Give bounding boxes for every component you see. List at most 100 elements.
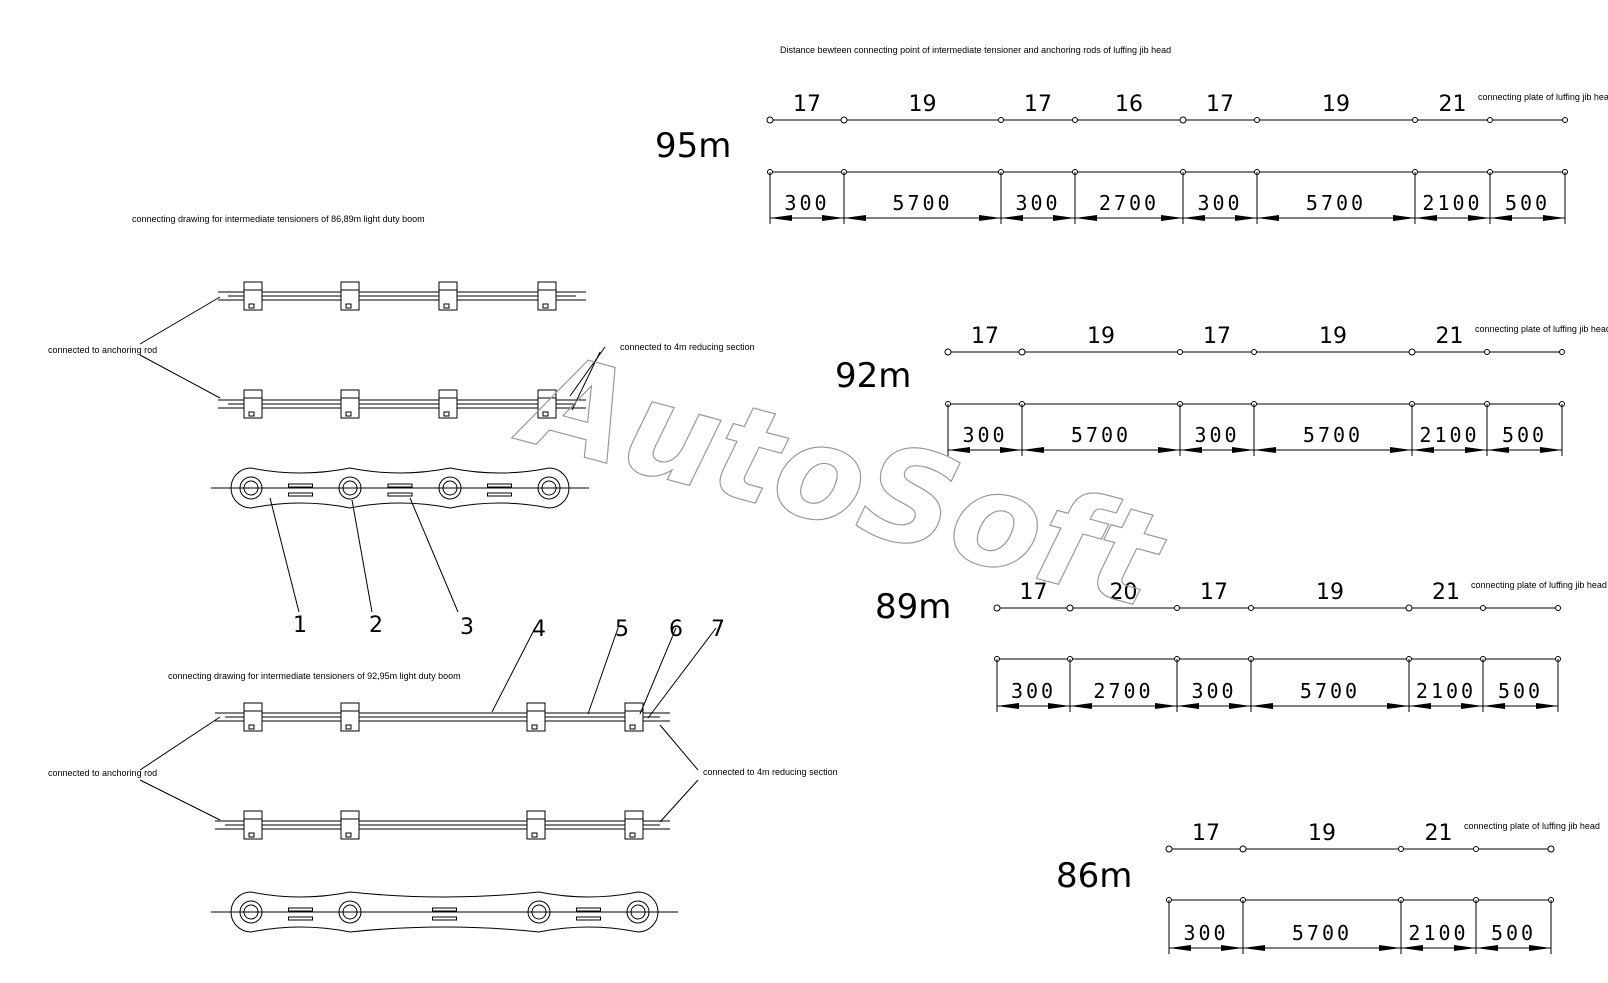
clamp: [624, 702, 644, 732]
pin-hole-inner: [531, 904, 547, 920]
segment-count: 19: [1087, 324, 1115, 349]
arrowhead: [1487, 447, 1509, 453]
dimension-value: 300: [1011, 679, 1056, 703]
slot: [387, 483, 413, 488]
dimension-value: 2100: [1408, 921, 1468, 945]
node-point: [998, 117, 1004, 123]
arrowhead: [1229, 703, 1251, 709]
node-point: [1174, 605, 1180, 611]
arrowhead: [1476, 945, 1498, 951]
top-assembly-upper: [218, 281, 586, 311]
segment-count: 19: [1308, 821, 1336, 846]
pin-hole: [239, 900, 263, 924]
segment-count: 16: [1115, 92, 1143, 117]
arrowhead: [1169, 945, 1191, 951]
slot: [432, 907, 457, 912]
dimension-value: 5700: [892, 191, 952, 215]
segment-count: 17: [1203, 324, 1231, 349]
arrowhead: [1379, 945, 1401, 951]
clamp: [537, 389, 557, 419]
node-point: [1555, 605, 1561, 611]
segment-count: 19: [909, 92, 937, 117]
arrowhead: [1483, 703, 1505, 709]
segment-count: 17: [1192, 821, 1220, 846]
node-point: [1251, 349, 1257, 355]
segment-count: 21: [1432, 580, 1460, 605]
dimension-value: 2700: [1099, 191, 1159, 215]
dimension-value: 500: [1491, 921, 1536, 945]
bottom-assembly-upper: [215, 702, 670, 732]
arrowhead: [822, 215, 844, 221]
arrowhead: [1254, 447, 1276, 453]
arrowhead: [1490, 215, 1512, 221]
dimension-value: 300: [1191, 679, 1236, 703]
arrowhead: [1468, 215, 1490, 221]
leader-line: [139, 296, 221, 345]
node-point: [1254, 117, 1260, 123]
clamp: [243, 389, 263, 419]
pin-hole: [338, 476, 362, 500]
segment-count: 17: [1024, 92, 1052, 117]
part-number-1: 1: [293, 613, 307, 638]
arrowhead: [1251, 703, 1273, 709]
node-point: [1165, 845, 1173, 853]
dimension-value: 2700: [1093, 679, 1153, 703]
node-point: [1066, 604, 1074, 612]
pin-hole: [438, 476, 462, 500]
clamp-pin: [248, 832, 255, 838]
pin-hole: [527, 900, 551, 924]
clamp-pin: [531, 832, 538, 838]
slot: [487, 492, 512, 497]
clamp: [438, 389, 458, 419]
clamp: [526, 810, 546, 840]
reduce-label-bottom: connected to 4m reducing section: [703, 767, 838, 777]
arrowhead: [1540, 447, 1562, 453]
bottom-assembly-lower: [215, 810, 670, 840]
scheme-label: 89m: [875, 587, 951, 627]
dimension-value: 5700: [1071, 423, 1131, 447]
part-number-6: 6: [669, 617, 683, 642]
clamp-pin: [248, 724, 255, 730]
arrowhead: [770, 215, 792, 221]
arrowhead: [1183, 215, 1205, 221]
dimension-value: 5700: [1306, 191, 1366, 215]
node-point: [1484, 349, 1490, 355]
pin-hole-inner: [442, 480, 458, 496]
segment-count: 17: [1020, 580, 1048, 605]
part-number-5: 5: [615, 617, 629, 642]
scheme-label: 92m: [835, 356, 911, 396]
dimension-value: 500: [1502, 423, 1547, 447]
title-top-tensioner: connecting drawing for intermediate tens…: [132, 214, 425, 224]
dimension-value: 5700: [1292, 921, 1352, 945]
dimension-value: 300: [1194, 423, 1239, 447]
tensioner-drawings: [139, 281, 717, 933]
dimension-value: 2100: [1419, 423, 1479, 447]
segment-count: 17: [793, 92, 821, 117]
node-point: [1072, 117, 1078, 123]
clamp: [340, 389, 360, 419]
dimension-value: 2100: [1422, 191, 1482, 215]
node-point: [1018, 348, 1026, 356]
arrowhead: [1000, 447, 1022, 453]
slot: [487, 483, 512, 488]
slot: [576, 907, 601, 912]
node-point: [944, 348, 952, 356]
leader-line: [139, 716, 221, 771]
clamp-pin: [629, 832, 636, 838]
dimension-value: 300: [1015, 191, 1060, 215]
segment-count: 19: [1316, 580, 1344, 605]
plate-label: connecting plate of luffing jib head: [1464, 821, 1600, 831]
leader-line: [639, 627, 677, 715]
scheme-label: 95m: [655, 126, 731, 166]
clamp: [526, 702, 546, 732]
leader-line: [569, 346, 606, 397]
anchor-label-bottom: connected to anchoring rod: [48, 768, 157, 778]
pin-hole: [626, 900, 650, 924]
clamp: [243, 810, 263, 840]
arrowhead: [1235, 215, 1257, 221]
slot: [288, 483, 313, 488]
segment-count: 17: [1200, 580, 1228, 605]
link-plate-outline: [230, 891, 659, 933]
slot: [432, 916, 457, 921]
